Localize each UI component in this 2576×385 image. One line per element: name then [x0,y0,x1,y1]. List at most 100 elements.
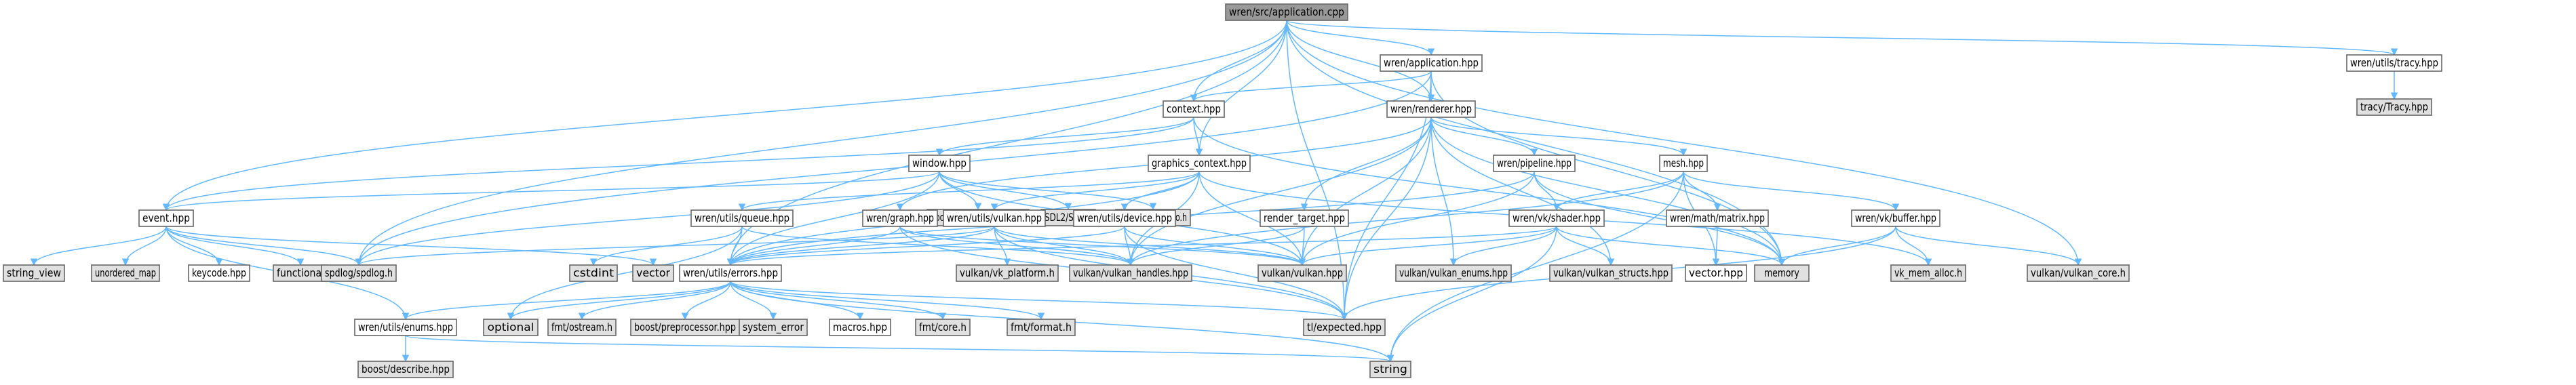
node-box [829,319,891,336]
node-label: vector [636,266,670,279]
node-fmt-format[interactable]: fmt/format.h [1007,319,1076,336]
node-label: vulkan/vulkan_handles.hpp [1073,266,1188,280]
node-box [915,319,971,336]
node-errors-hpp[interactable]: wren/utils/errors.hpp [679,264,782,282]
node-cstdint[interactable]: cstdint [569,264,618,282]
node-buffer-hpp[interactable]: wren/vk/buffer.hpp [1851,209,1940,227]
node-string-view[interactable]: string_view [3,264,65,282]
node-label: mesh.hpp [1663,157,1704,169]
edge-shader_hpp-to-memory [1556,226,1786,266]
node-box [679,264,782,282]
node-render-target-hpp[interactable]: render_target.hpp [1260,209,1349,227]
edge-context_hpp-to-memory [1193,117,1786,266]
edge-shader_hpp-to-vulkan_structs [1556,226,1615,266]
node-label: vector.hpp [1689,266,1743,279]
edge-graph_hpp-to-vulkan_hpp [899,226,1306,266]
node-fmt-ostream[interactable]: fmt/ostream.h [547,319,617,336]
edge-context_hpp-to-event_hpp [162,117,1194,211]
node-box [321,264,397,282]
node-context-hpp[interactable]: context.hpp [1163,100,1225,118]
node-event-hpp[interactable]: event.hpp [138,209,194,227]
edge-renderer_hpp-to-vulkan_handles [1127,117,1432,266]
node-box [2027,264,2130,282]
node-box [739,319,808,336]
node-label: vulkan/vulkan.hpp [1262,266,1343,279]
edge-window_hpp-to-errors_hpp [726,171,940,266]
node-vector[interactable]: vector [632,264,674,282]
node-shader-hpp[interactable]: wren/vk/shader.hpp [1508,209,1605,227]
node-tl-expected[interactable]: tl/expected.hpp [1303,319,1386,336]
edge-renderer_hpp-to-pipeline_hpp [1430,117,1538,157]
node-box [1386,100,1476,118]
edge-graph_hpp-to-errors_hpp [726,226,901,266]
node-vk-platform[interactable]: vulkan/vk_platform.h [956,264,1059,282]
edge-application_cpp-to-event_hpp [162,20,1287,211]
node-label: wren/utils/queue.hpp [695,211,789,224]
node-macros-hpp[interactable]: macros.hpp [829,319,891,336]
edge-application_cpp-to-renderer_hpp [1286,20,1435,102]
node-box [1549,264,1673,282]
node-tracy-Tracy[interactable]: tracy/Tracy.hpp [2356,98,2432,116]
edge-vulkan_utils_hpp-to-spdlog [355,226,995,266]
node-spdlog[interactable]: spdlog/spdlog.h [321,264,397,282]
node-vulkan-core[interactable]: vulkan/vulkan_core.h [2027,264,2130,282]
node-system-error[interactable]: system_error [739,319,808,336]
node-label: wren/pipeline.hpp [1497,157,1572,169]
edge-errors_hpp-to-boost_preprocessor [681,281,731,321]
node-fmt-core[interactable]: fmt/core.h [915,319,971,336]
node-string[interactable]: string [1369,361,1411,378]
node-vulkan-handles[interactable]: vulkan/vulkan_handles.hpp [1069,264,1192,282]
node-application-cpp[interactable]: wren/src/application.cpp [1225,3,1348,21]
node-vector-hpp[interactable]: vector.hpp [1685,264,1747,282]
node-boost-preprocessor[interactable]: boost/preprocessor.hpp [630,319,740,336]
node-label: wren/renderer.hpp [1390,102,1472,115]
node-keycode-hpp[interactable]: keycode.hpp [188,264,250,282]
node-tracy-hpp-local[interactable]: wren/utils/tracy.hpp [2346,54,2442,72]
edge-application_hpp-to-spdlog [355,70,1432,266]
edge-shader_hpp-to-string [1386,226,1557,363]
node-label: macros.hpp [833,321,887,333]
node-box [483,319,539,336]
edge-errors_hpp-to-fmt_format [730,281,1045,321]
node-label: wren/utils/enums.hpp [358,321,453,333]
edge-event_hpp-to-spdlog [165,226,363,266]
node-box [1369,361,1411,378]
node-vk-mem-alloc[interactable]: vk_mem_alloc.h [1890,264,1966,282]
node-graphics-context-hpp[interactable]: graphics_context.hpp [1148,155,1251,172]
node-boost-describe[interactable]: boost/describe.hpp [357,361,454,378]
node-optional[interactable]: optional [483,319,539,336]
node-vulkan-enums[interactable]: vulkan/vulkan_enums.hpp [1395,264,1512,282]
edge-errors_hpp-to-enums_hpp [402,281,731,321]
node-box [138,209,194,227]
node-memory[interactable]: memory [1754,264,1810,282]
node-renderer-hpp[interactable]: wren/renderer.hpp [1386,100,1476,118]
node-box [354,319,457,336]
node-vulkan-structs[interactable]: vulkan/vulkan_structs.hpp [1549,264,1673,282]
edge-graphics_context_hpp-to-device_hpp [1120,171,1200,211]
node-vulkan-hpp[interactable]: vulkan/vulkan.hpp [1257,264,1347,282]
node-matrix-hpp[interactable]: wren/math/matrix.hpp [1666,209,1769,227]
node-unordered-map[interactable]: unordered_map [91,264,160,282]
node-label: wren/math/matrix.hpp [1670,211,1765,224]
node-box [569,264,618,282]
edge-mesh_hpp-to-matrix_hpp [1683,171,1721,211]
node-graph-hpp[interactable]: wren/graph.hpp [862,209,938,227]
node-label: wren/utils/vulkan.hpp [947,211,1042,224]
edge-shader_hpp-to-vulkan_hpp [1298,226,1557,266]
node-window-hpp[interactable]: window.hpp [908,155,971,172]
node-application-hpp[interactable]: wren/application.hpp [1380,54,1483,72]
node-functional[interactable]: functional [273,264,328,282]
node-mesh-hpp[interactable]: mesh.hpp [1659,155,1708,172]
node-box [2356,98,2432,116]
node-label: fmt/ostream.h [551,321,612,333]
node-device-hpp[interactable]: wren/utils/device.hpp [1073,209,1176,227]
node-vulkan-utils-hpp[interactable]: wren/utils/vulkan.hpp [943,209,1046,227]
node-queue-hpp[interactable]: wren/utils/queue.hpp [690,209,794,227]
node-pipeline-hpp[interactable]: wren/pipeline.hpp [1493,155,1576,172]
node-box [690,209,794,227]
node-enums-hpp[interactable]: wren/utils/enums.hpp [354,319,457,336]
edge-errors_hpp-to-optional [507,281,731,321]
edge-application_cpp-to-graphics_context_hpp [1195,20,1287,157]
node-box [1395,264,1512,282]
node-box [1508,209,1605,227]
